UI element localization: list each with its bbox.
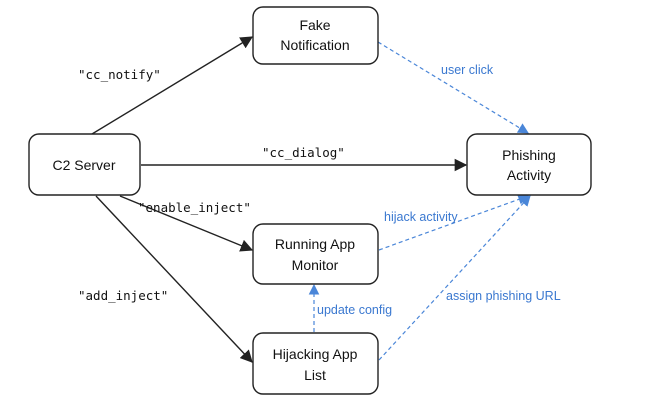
edge-label-add-inject: "add_inject" <box>78 288 168 303</box>
edge-label-cc-dialog: "cc_dialog" <box>262 145 345 160</box>
node-c2-server: C2 Server <box>28 133 141 196</box>
node-running-app-monitor: Running App Monitor <box>252 223 379 285</box>
edge-hijack-activity <box>378 194 530 251</box>
edge-label-user-click: user click <box>441 63 494 77</box>
node-label-line: Activity <box>507 167 551 183</box>
edge-add-inject <box>95 195 253 363</box>
node-label-line: C2 Server <box>52 157 115 173</box>
edge-user-click <box>377 41 529 134</box>
edge-enable-inject <box>119 195 254 252</box>
edge-assign-phishing-url <box>378 195 531 361</box>
edge-label-cc-notify: "cc_notify" <box>78 67 161 82</box>
node-label-line: Running App <box>275 236 355 252</box>
node-hijacking-app-list: Hijacking App List <box>252 332 379 395</box>
edge-label-hijack-activity: hijack activity <box>384 210 458 224</box>
node-fake-notification: Fake Notification <box>252 6 379 65</box>
edge-label-enable-inject: "enable_inject" <box>138 200 251 215</box>
node-label-line: List <box>304 367 326 383</box>
edge-label-assign-phishing-url: assign phishing URL <box>446 289 561 303</box>
node-label-line: Notification <box>280 37 349 53</box>
node-label-line: Hijacking App <box>273 346 358 362</box>
node-phishing-activity: Phishing Activity <box>466 133 592 196</box>
node-label-line: Fake <box>299 17 330 33</box>
edge-label-update-config: update config <box>317 303 392 317</box>
node-label-line: Monitor <box>292 257 339 273</box>
edge-cc-notify <box>91 36 254 135</box>
node-label-line: Phishing <box>502 147 556 163</box>
